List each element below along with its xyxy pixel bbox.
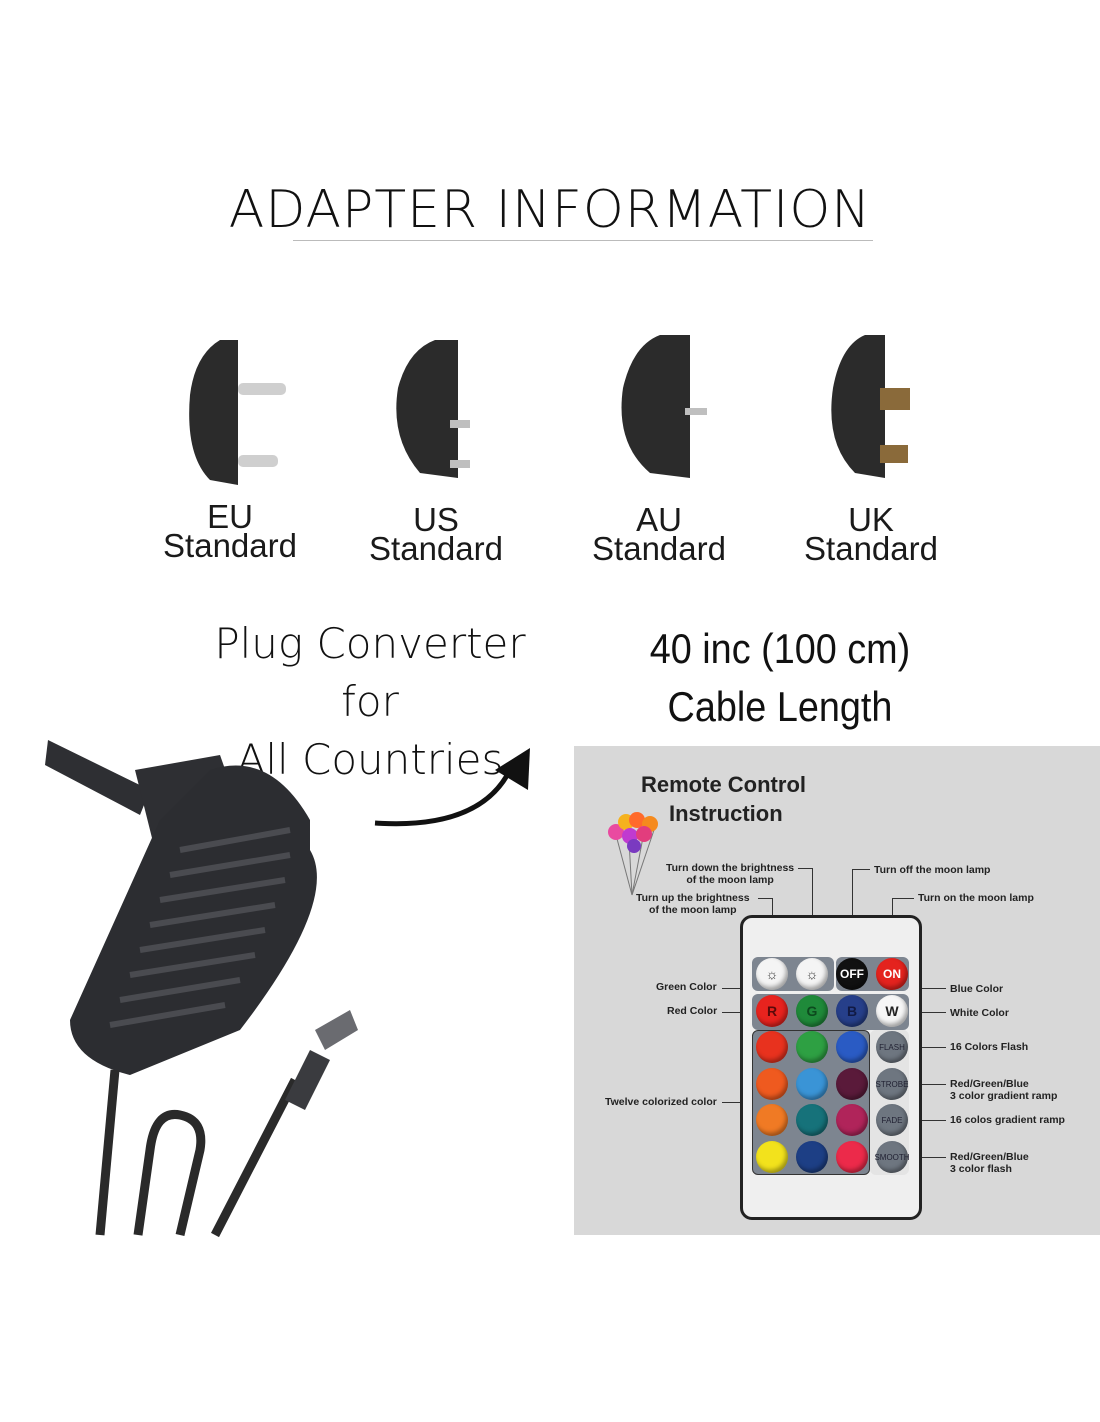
red-button[interactable]: R bbox=[756, 995, 788, 1027]
brightness-up-button[interactable]: ☼ bbox=[756, 958, 788, 990]
color-button[interactable] bbox=[796, 1031, 828, 1063]
label-on: Turn on the moon lamp bbox=[918, 892, 1034, 904]
blue-button[interactable]: B bbox=[836, 995, 868, 1027]
balloons-icon bbox=[608, 812, 658, 896]
remote-title-line2: Instruction bbox=[669, 801, 783, 826]
label-off: Turn off the moon lamp bbox=[874, 864, 991, 876]
label-red: Red Color bbox=[667, 1005, 718, 1017]
adapter-icon bbox=[45, 740, 358, 1238]
flash-button[interactable]: FLASH bbox=[876, 1031, 908, 1063]
strobe-button[interactable]: STROBE bbox=[876, 1068, 908, 1100]
label-fade: 16 colos gradient ramp bbox=[950, 1114, 1065, 1126]
on-button[interactable]: ON bbox=[876, 958, 908, 990]
color-button[interactable] bbox=[756, 1140, 788, 1173]
color-button[interactable] bbox=[836, 1031, 868, 1063]
sun-icon: ☼ bbox=[765, 966, 779, 982]
color-button[interactable] bbox=[756, 1067, 788, 1100]
off-button[interactable]: OFF bbox=[836, 958, 868, 990]
color-button[interactable] bbox=[756, 1104, 788, 1136]
label-flash: 16 Colors Flash bbox=[950, 1041, 1029, 1053]
color-button[interactable] bbox=[836, 1140, 868, 1173]
title-underline bbox=[293, 240, 873, 241]
brightness-down-button[interactable]: ☼ bbox=[796, 958, 828, 990]
color-button[interactable] bbox=[836, 1067, 868, 1100]
uk-plug-icon bbox=[831, 335, 910, 478]
us-plug-icon bbox=[396, 340, 470, 478]
color-button[interactable] bbox=[756, 1031, 788, 1063]
green-button[interactable]: G bbox=[796, 995, 828, 1027]
white-button[interactable]: W bbox=[876, 995, 908, 1027]
color-button[interactable] bbox=[836, 1104, 868, 1136]
color-button[interactable] bbox=[796, 1104, 828, 1136]
label-twelve: Twelve colorized color bbox=[605, 1096, 717, 1108]
label-blue: Blue Color bbox=[950, 983, 1004, 995]
cable-caption: 40 inc (100 cm)Cable Length bbox=[649, 625, 911, 730]
eu-plug-icon bbox=[189, 340, 286, 485]
label-green: Green Color bbox=[656, 981, 717, 993]
remote-title-line1: Remote Control bbox=[641, 772, 806, 797]
label-white: White Color bbox=[950, 1007, 1009, 1019]
au-plug-icon bbox=[621, 335, 707, 478]
arrow-icon bbox=[374, 748, 530, 827]
page-title: ADAPTER INFORMATION bbox=[228, 180, 872, 240]
smooth-button[interactable]: SMOOTH bbox=[874, 1141, 910, 1173]
sun-icon: ☼ bbox=[805, 966, 819, 982]
color-button[interactable] bbox=[796, 1067, 828, 1100]
fade-button[interactable]: FADE bbox=[876, 1104, 908, 1136]
color-button[interactable] bbox=[796, 1140, 828, 1173]
